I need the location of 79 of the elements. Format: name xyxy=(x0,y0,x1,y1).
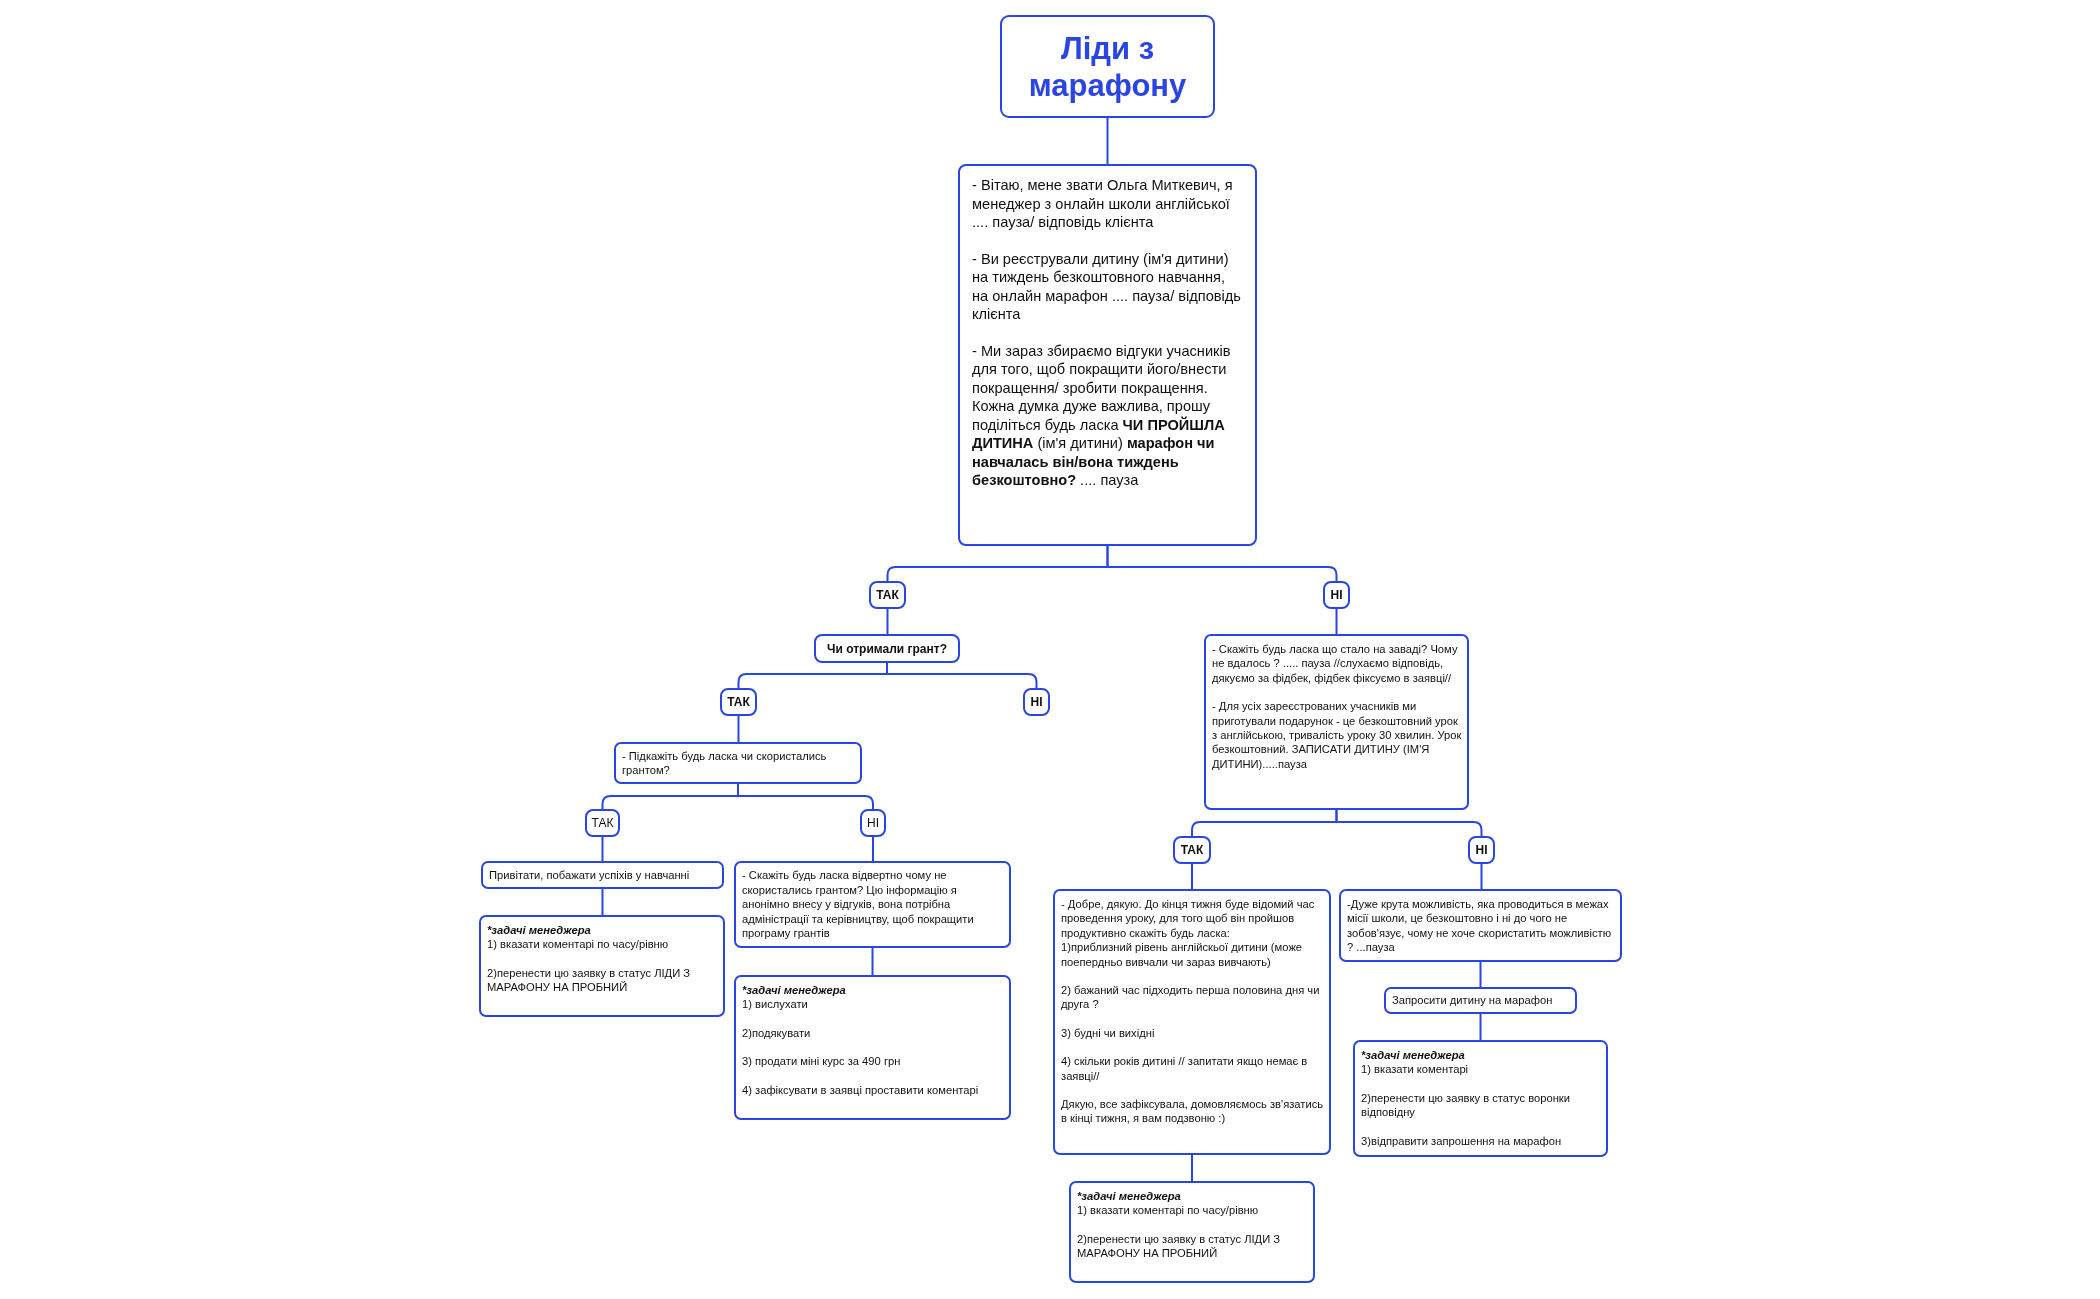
answer-box xyxy=(860,809,886,837)
task-heading: *задачі менеджера xyxy=(487,923,592,938)
question-text: Чи отримали грант? xyxy=(827,641,947,656)
task-box xyxy=(1069,1181,1315,1283)
task-heading: *задачі менеджера xyxy=(742,983,847,998)
answer-box xyxy=(1173,836,1211,864)
note-text: - Скажіть будь ласка відвертно чому не скористались грантом? Цю інформацію я анонімно внесу у відгуків, вона потрібна адміністрації та керівництву, щоб покращити програму грантів xyxy=(742,868,975,941)
task-item: 3) продати міні курс за 490 грн xyxy=(742,1054,902,1069)
note-box xyxy=(1384,987,1577,1014)
connector-line xyxy=(1335,608,1338,635)
note-text: -Дуже крута можливість, яка проводиться в межах місії школи, це безкоштовно і ні до чого не зобов'язує, чому не хоче скористатить можливістю ? ...пауза xyxy=(1347,896,1613,955)
connector-line xyxy=(886,608,889,635)
connector-line xyxy=(1191,863,1193,890)
task-box xyxy=(479,915,725,1017)
answer-text: НІ xyxy=(867,816,879,830)
connector-line xyxy=(1191,1154,1193,1182)
answer-box xyxy=(585,809,620,837)
note-box xyxy=(734,861,1011,948)
task-item: 2)перенести цю заявку в статус ЛІДИ З МАРАФОНУ НА ПРОБНИЙ xyxy=(487,965,692,995)
script-paragraph: - Вітаю, мене звати Ольга Миткевич, я менеджер з онлайн школи англійської .... пауза/ відповідь клієнта xyxy=(972,176,1234,232)
note-box xyxy=(1204,634,1469,810)
answer-box xyxy=(720,688,757,716)
answer-text: НІ xyxy=(1475,843,1488,857)
task-item: 1) вказати коментарі по часу/рівню xyxy=(1077,1203,1260,1218)
answer-text: ТАК xyxy=(591,816,614,830)
note-box xyxy=(1339,889,1622,962)
connector-line xyxy=(737,715,740,743)
note-text: - Для усіх зареєстрованих учасників ми приготували подарунок - це безкоштовний урок з англійською, тривалість уроку 30 хвилин. Урок безкоштовний. ЗАПИСАТИ ДИТИНУ (ІМ'Я ДИТИНИ).....пауза xyxy=(1212,699,1462,772)
task-item: 3)відправити запрошення на марафон xyxy=(1361,1133,1563,1149)
note-box xyxy=(614,742,862,784)
script-paragraph: - Ви реєстрували дитину (ім'я дитини) на тиждень безкоштовного навчання, на онлайн марафон .... пауза/ відповідь клієнта xyxy=(972,249,1241,324)
connector-line xyxy=(1479,961,1482,988)
task-heading: *задачі менеджера xyxy=(1361,1048,1466,1063)
answer-box xyxy=(869,581,906,609)
note-text: 1)приблизний рівень англійскьої дитини (може поепердньо вивчали чи зараз вивчають) xyxy=(1061,940,1304,970)
task-item: 2)перенести цю заявку в статус ЛІДИ З МАРАФОНУ НА ПРОБНИЙ xyxy=(1077,1231,1282,1261)
answer-box xyxy=(1468,836,1495,864)
title-box xyxy=(1000,15,1215,118)
question-box xyxy=(814,634,960,663)
task-item: 4) зафіксувати в заявці проставити коментарі xyxy=(742,1082,980,1098)
task-item: 2)перенести цю заявку в статус воронки відповідну xyxy=(1361,1090,1571,1120)
answer-text: ТАК xyxy=(727,695,750,709)
script-paragraph: - Ми зараз збираємо відгуки учасників для того, щоб покращити його/внести покращення/ зробити покращення. Кожна думка дуже важлива, прошу поділіться будь ласка ЧИ ПРОЙШЛА ДИТИНА (ім'я дитини) марафон чи навчалась він/вона тиждень безкоштовно? .... пауза xyxy=(972,341,1232,490)
connector-line xyxy=(1335,809,1483,837)
note-text: - Добре, дякую. До кінця тижня буде відомий час проведення уроку, для того щоб він пройшов продуктивно скажіть будь ласка: xyxy=(1061,897,1316,941)
task-item: 2)подякувати xyxy=(742,1025,812,1041)
answer-text: ТАК xyxy=(876,588,899,602)
connector-line xyxy=(872,836,874,862)
connector-line xyxy=(1480,863,1483,890)
connector-line xyxy=(1479,1013,1482,1041)
task-heading: *задачі менеджера xyxy=(1077,1189,1182,1204)
note-box xyxy=(1053,889,1331,1155)
task-item: 1) вказати коментарі xyxy=(1361,1062,1470,1077)
connector-line xyxy=(1106,545,1338,582)
note-text: Запросити дитину на марафон xyxy=(1392,993,1554,1008)
answer-box xyxy=(1023,688,1050,716)
note-text: - Скажіть будь ласка що стало на заваді? Чому не вдалось ? ..... пауза //слухаємо відповідь, дякуємо за фідбек, фідбек фіксуємо в заявці// xyxy=(1212,642,1459,686)
answer-text: ТАК xyxy=(1180,843,1204,857)
title-text: Ліди з марафону xyxy=(1027,29,1188,104)
script-box xyxy=(958,164,1257,546)
connector-line xyxy=(1106,117,1109,165)
task-box xyxy=(734,975,1011,1120)
answer-box xyxy=(1323,581,1350,609)
note-text: 4) скільки років дитині // запитати якщо немає в заявці// xyxy=(1061,1054,1309,1084)
note-text: Дякую, все зафіксувала, домовляємось зв'язатись в кінці тижня, я вам подзвоню :) xyxy=(1061,1097,1324,1126)
task-item: 1) вказати коментарі по часу/рівню xyxy=(487,937,670,952)
note-box xyxy=(481,861,724,889)
connector-line xyxy=(737,783,874,810)
note-text: Привітати, побажати успіхів у навчанні xyxy=(489,867,691,883)
answer-text: НІ xyxy=(1330,588,1343,602)
connector-line xyxy=(601,836,604,862)
note-text: - Підкажіть будь ласка чи скористались грантом? xyxy=(622,748,828,778)
answer-text: НІ xyxy=(1030,695,1043,709)
task-item: 1) вислухати xyxy=(742,997,809,1012)
connector-line xyxy=(871,947,874,976)
connector-line xyxy=(601,888,604,916)
note-text: 2) бажаний час підходить перша половина дня чи друга ? xyxy=(1061,983,1321,1012)
task-box xyxy=(1353,1040,1608,1157)
note-text: 3) будні чи вихідні xyxy=(1061,1025,1156,1041)
